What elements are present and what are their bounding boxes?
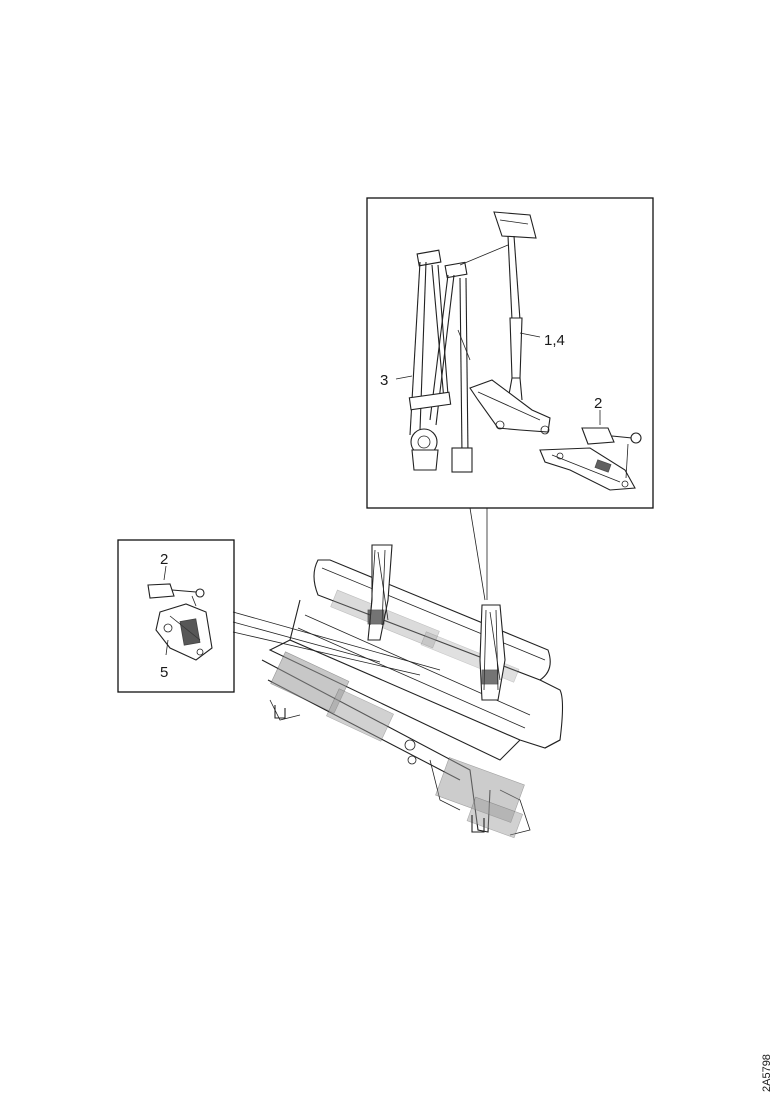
document-id: 2A5798 (761, 1054, 773, 1092)
buckle-assembly-left-inset (147, 583, 213, 661)
detail-inset-right-frame (366, 197, 654, 509)
callout-2-left: 2 (160, 551, 168, 568)
buckle-assembly-right-inset (539, 427, 642, 491)
callout-1-4: 1,4 (544, 332, 565, 349)
callout-5: 5 (160, 664, 168, 681)
center-belt-assembly (459, 211, 551, 435)
seat-belt-right-installed (479, 604, 506, 701)
seat-belt-left-installed (367, 544, 393, 641)
rear-bench-seat (261, 559, 564, 839)
callout-3: 3 (380, 372, 388, 389)
belt-retractor-assembly (408, 249, 473, 473)
callout-2-right: 2 (594, 395, 602, 412)
detail-inset-left-frame (117, 539, 235, 693)
